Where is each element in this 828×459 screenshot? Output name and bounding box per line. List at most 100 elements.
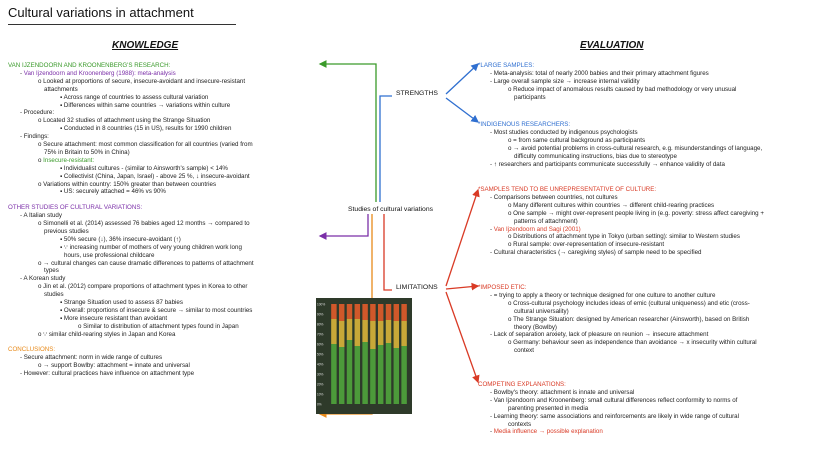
bar-insecure-resistant	[393, 304, 400, 321]
bullet-marker: o	[38, 283, 44, 291]
evaluation-text: = trying to apply a theory or technique …	[493, 291, 716, 299]
knowledge-text: Simonelli et al. (2014) assessed 76 babi…	[43, 220, 250, 227]
knowledge-line: ▪ Strange Situation used to assess 87 ba…	[60, 299, 183, 307]
bullet-marker: -	[20, 133, 24, 141]
knowledge-line: - Procedure:	[20, 109, 54, 117]
evaluation-line: - Media influence → possible explanation	[490, 428, 603, 436]
knowledge-text: Strange Situation used to assess 87 babi…	[63, 299, 183, 306]
knowledge-line: - However: cultural practices have influ…	[20, 370, 194, 378]
evaluation-text: patterns of attachment)	[514, 217, 578, 225]
bullet-marker: o	[38, 330, 44, 338]
evaluation-text: Media influence → possible explanation	[493, 428, 603, 436]
bar-insecure-resistant	[354, 304, 361, 319]
evaluation-heading: EVALUATION	[580, 40, 644, 51]
evaluation-text: Meta-analysis: total of nearly 2000 babi…	[493, 69, 709, 77]
bullet-marker: ▪	[60, 188, 64, 196]
knowledge-line: o Insecure-resistant:	[38, 157, 94, 165]
knowledge-text: A Italian study	[23, 212, 62, 220]
evaluation-line: - Large overall sample size → increase i…	[490, 78, 640, 86]
y-tick-label: 90%	[317, 313, 324, 317]
bullet-marker: -	[490, 396, 494, 404]
knowledge-line: - A Italian study	[20, 212, 62, 220]
evaluation-line: - Meta-analysis: total of nearly 2000 ba…	[490, 70, 709, 78]
bullet-marker: o	[508, 136, 514, 144]
evaluation-line: *LARGE SAMPLES:	[478, 62, 534, 70]
knowledge-line: o Simonelli et al. (2014) assessed 76 ba…	[38, 220, 250, 228]
knowledge-text: Insecure-resistant:	[43, 156, 95, 164]
evaluation-text: One sample → might over-represent people…	[513, 209, 764, 217]
knowledge-text: VAN IJZENDOORN AND KROONENBERG'S RESEARC…	[8, 62, 171, 69]
bar-secure	[362, 342, 368, 404]
knowledge-line: ▪ Overall: proportions of insecure & sec…	[60, 307, 252, 315]
evaluation-text: Distributions of attachment type in Toky…	[513, 233, 740, 241]
bar-insecure-resistant	[370, 304, 376, 321]
page-title: Cultural variations in attachment	[8, 5, 194, 20]
evaluation-text: Lack of separation anxiety, lack of plea…	[493, 331, 709, 339]
knowledge-text: Looked at proportions of secure, insecur…	[43, 77, 246, 85]
bar-secure	[331, 344, 337, 404]
evaluation-line: contexts	[508, 421, 531, 429]
bar-insecure-avoidant	[393, 321, 400, 348]
evaluation-line: COMPETING EXPLANATIONS:	[478, 381, 566, 389]
arrow-unrepresentative	[445, 188, 480, 287]
knowledge-line: - Van Ijzendoorn and Kroonenberg (1988):…	[20, 70, 176, 78]
knowledge-line: OTHER STUDIES OF CULTURAL VARIATIONS:	[8, 204, 142, 212]
evaluation-text: Large overall sample size → increase int…	[493, 77, 640, 85]
knowledge-text: Secure attachment: most common classific…	[43, 141, 253, 148]
evaluation-text: cultural universality)	[514, 307, 569, 315]
knowledge-text: CONCLUSIONS:	[8, 346, 56, 354]
evaluation-line: difficulty communicating instructions, b…	[514, 153, 677, 161]
knowledge-text: US: securely attached = 46% vs 90%	[63, 188, 166, 196]
knowledge-text: Jin et al. (2012) compare proportions of…	[43, 283, 248, 291]
knowledge-line: o Similar to distribution of attachment …	[78, 323, 239, 331]
evaluation-line: - Bowlby's theory: attachment is innate …	[490, 389, 634, 397]
bullet-marker: o	[508, 201, 514, 209]
bullet-marker: o	[38, 117, 44, 125]
bar-secure	[370, 349, 376, 404]
bar-secure	[401, 346, 407, 404]
bullet-marker: -	[20, 109, 24, 117]
bar-insecure-avoidant	[385, 320, 392, 343]
knowledge-text: studies	[44, 291, 64, 299]
knowledge-text: Findings:	[23, 133, 49, 141]
evaluation-line: o = from same cultural background as par…	[508, 137, 645, 145]
knowledge-line: ▪ More insecure resistant than avoidant	[60, 315, 167, 323]
y-tick-label: 100%	[317, 303, 325, 307]
evaluation-line: - Most studies conducted by indigenous p…	[490, 129, 638, 137]
bullet-marker: o	[508, 233, 514, 241]
bullet-marker: -	[490, 77, 494, 85]
bar-secure	[393, 348, 400, 404]
knowledge-text: Procedure:	[23, 109, 55, 117]
knowledge-text: Variations within country: 150% greater …	[43, 180, 217, 188]
arrow-to-limitations	[383, 214, 392, 291]
bullet-marker: o	[38, 180, 44, 188]
evaluation-text: The Strange Situation: designed by Ameri…	[513, 315, 750, 323]
evaluation-line: participants	[514, 94, 546, 102]
y-tick-label: 10%	[317, 393, 324, 397]
evaluation-text: contexts	[508, 420, 532, 428]
arrow-to-strengths	[379, 95, 392, 202]
bar-insecure-resistant	[338, 304, 345, 321]
knowledge-text: Located 32 studies of attachment using t…	[43, 117, 211, 125]
bullet-marker: o	[508, 144, 514, 152]
knowledge-line: 75% in Britain to 50% in China)	[44, 149, 130, 157]
knowledge-line: o Variations within country: 150% greate…	[38, 181, 216, 189]
knowledge-line: ▪ US: securely attached = 46% vs 90%	[60, 188, 166, 196]
evaluation-line: o Cross-cultural psychology includes ide…	[508, 300, 750, 308]
bullet-marker: -	[490, 331, 494, 339]
bar-insecure-avoidant	[338, 321, 345, 347]
knowledge-text: → support Bowlby: attachment = innate an…	[43, 362, 190, 370]
knowledge-text: previous studies	[44, 227, 89, 235]
knowledge-text: attachments	[44, 85, 78, 93]
knowledge-line: o → support Bowlby: attachment = innate …	[38, 362, 190, 370]
bullet-marker: -	[20, 275, 24, 283]
bullet-marker: -	[490, 291, 494, 299]
bullet-marker: -	[490, 225, 494, 233]
bar-insecure-resistant	[362, 304, 368, 320]
knowledge-line: - Secure attachment: norm in wide range …	[20, 354, 162, 362]
y-tick-label: 40%	[317, 363, 324, 367]
attachment-chart-svg: 100%90%80%70%60%50%40%30%20%10%0%	[317, 303, 407, 407]
evaluation-text: Most studies conducted by indigenous psy…	[493, 128, 638, 136]
evaluation-line: o Rural sample: over-representation of i…	[508, 241, 664, 249]
knowledge-line: - Findings:	[20, 133, 49, 141]
